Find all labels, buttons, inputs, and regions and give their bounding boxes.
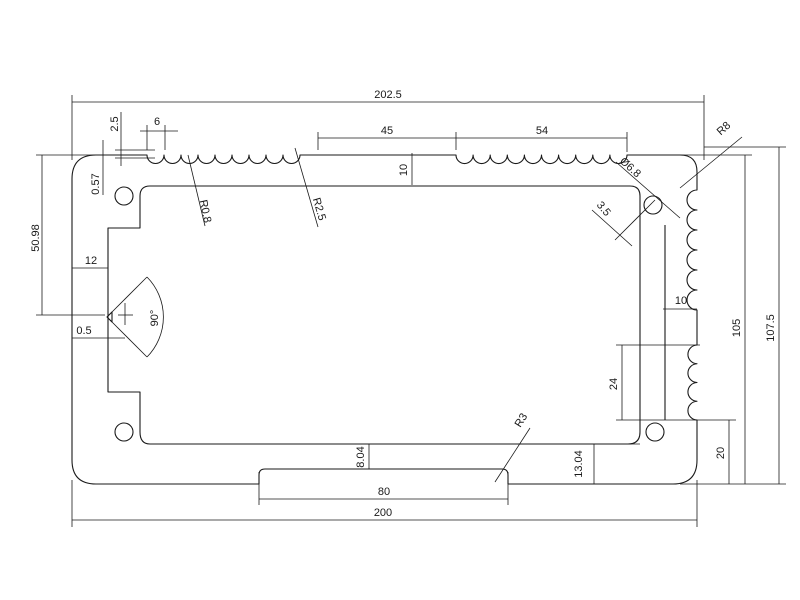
dim-200: 200 (374, 507, 392, 519)
dim-105: 105 (731, 319, 743, 337)
dim-12: 12 (85, 255, 97, 267)
dim-50-98: 50.98 (30, 224, 42, 252)
outer-profile (71, 154, 698, 485)
profile-geometry (71, 154, 698, 485)
dim-2-5: 2.5 (109, 116, 121, 131)
screw-boss-2 (643, 195, 663, 215)
inner-cavity (107, 185, 641, 445)
dim-24: 24 (608, 378, 620, 390)
dim-0-57: 0.57 (90, 173, 102, 194)
screw-boss-1 (114, 186, 134, 206)
dim-3-5: 3.5 (594, 199, 613, 218)
dimension-labels: 202.5 200 45 54 6 2.5 0.57 50.98 12 0.5 … (30, 89, 777, 519)
dim-54: 54 (536, 125, 548, 137)
dim-202-5: 202.5 (374, 89, 402, 101)
dim-10-top: 10 (398, 164, 410, 176)
screw-boss-4 (645, 422, 665, 442)
dim-8-04: 8.04 (355, 446, 367, 467)
dim-r0-8: R0.8 (197, 199, 214, 224)
dim-0-5: 0.5 (76, 325, 91, 337)
dim-45: 45 (381, 125, 393, 137)
dim-107-5: 107.5 (765, 314, 777, 342)
dim-r8: R8 (715, 120, 733, 138)
dim-90-deg: 90° (149, 310, 161, 327)
dim-10-right: 10 (675, 295, 687, 307)
dimension-lines (36, 95, 786, 527)
screw-boss-3 (114, 422, 134, 442)
dim-80: 80 (378, 486, 390, 498)
dim-13-04: 13.04 (573, 450, 585, 478)
dim-r3: R3 (513, 411, 531, 429)
dim-6: 6 (154, 116, 160, 128)
dim-20: 20 (715, 447, 727, 459)
dim-hole-dia: Ø6.8 (617, 155, 643, 180)
